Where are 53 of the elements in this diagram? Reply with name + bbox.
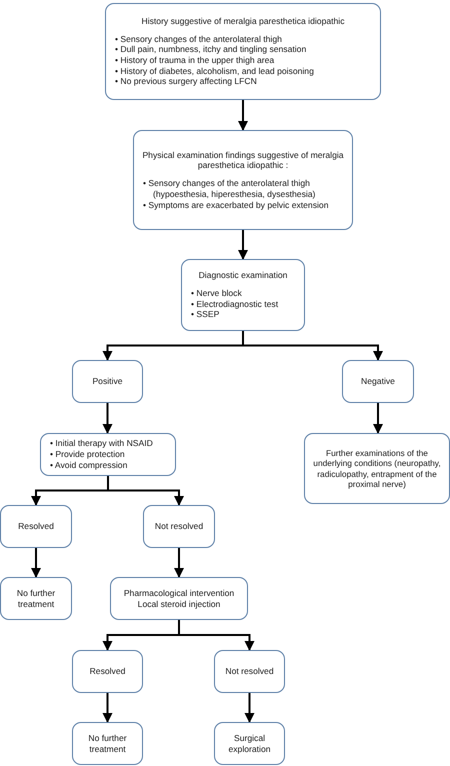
process-box xyxy=(214,650,285,693)
box-text: Surgical exploration xyxy=(227,732,272,754)
process-box xyxy=(105,3,381,100)
process-box xyxy=(72,722,143,765)
box-text: Resolved xyxy=(18,521,54,532)
box-text: Further examinations of the underlying conditions (neuropathy, radiculopathy, entrapment of the proximal nerve) xyxy=(312,448,442,490)
process-box xyxy=(110,577,248,620)
bullet-item: • Provide protection xyxy=(50,449,126,460)
process-box xyxy=(0,505,72,548)
arrow xyxy=(31,548,41,578)
process-box xyxy=(133,130,353,230)
arrow xyxy=(238,230,248,260)
process-box xyxy=(72,360,143,403)
bullet-item: • Electrodiagnostic test xyxy=(191,298,280,310)
box-text: Diagnostic examination xyxy=(198,270,288,281)
process-box xyxy=(181,259,305,331)
box-text: No further treatment xyxy=(87,732,128,754)
box-text: History suggestive of meralgia paresthetica idiopathic xyxy=(140,16,346,27)
bullet-item: • No previous surgery affecting LFCN xyxy=(115,76,258,88)
arrow xyxy=(373,403,383,434)
arrow xyxy=(242,331,383,361)
bullet-item: • SSEP xyxy=(191,309,220,320)
box-text: Not resolved xyxy=(225,666,274,677)
arrow xyxy=(174,548,184,578)
box-text: Positive xyxy=(92,376,123,387)
box-text: Local steroid injection xyxy=(138,598,220,610)
arrow xyxy=(178,620,254,651)
bullet-item: • History of diabetes, alcoholism, and lead poisoning xyxy=(115,66,315,76)
process-box xyxy=(40,433,176,476)
arrow xyxy=(102,403,112,434)
process-box xyxy=(0,577,72,620)
bullet-item: • Dull pain, numbness, itchy and tingling sensation xyxy=(115,44,308,55)
bullet-item: • Sensory changes of the anterolateral thigh xyxy=(115,34,283,44)
process-box xyxy=(72,650,143,693)
process-box xyxy=(304,433,450,504)
bullet-item: • Nerve block xyxy=(191,288,243,298)
arrow xyxy=(102,693,112,723)
box-text: Not resolved xyxy=(154,521,204,532)
process-box xyxy=(214,722,285,765)
box-text: No further treatment xyxy=(16,588,56,610)
box-text: Pharmacological intervention xyxy=(124,588,234,598)
bullet-item: • History of trauma in the upper thigh area xyxy=(115,55,276,66)
bullet-item: • Initial therapy with NSAID xyxy=(50,438,154,450)
box-text: Resolved xyxy=(90,666,126,677)
process-box xyxy=(342,360,414,403)
arrow xyxy=(238,100,248,131)
box-text: Physical examination findings suggestive of meralgia paresthetica idiopathic : xyxy=(141,150,345,172)
bullet-item: • Sensory changes of the anterolateral thigh (hypoesthesia, hiperesthesia, dysesthesia) xyxy=(143,178,316,200)
bullet-item: • Symptoms are exacerbated by pelvic extension xyxy=(143,200,330,210)
arrow xyxy=(244,693,254,723)
bullet-item: • Avoid compression xyxy=(50,460,128,471)
box-text: Negative xyxy=(361,376,395,387)
process-box xyxy=(143,505,215,548)
